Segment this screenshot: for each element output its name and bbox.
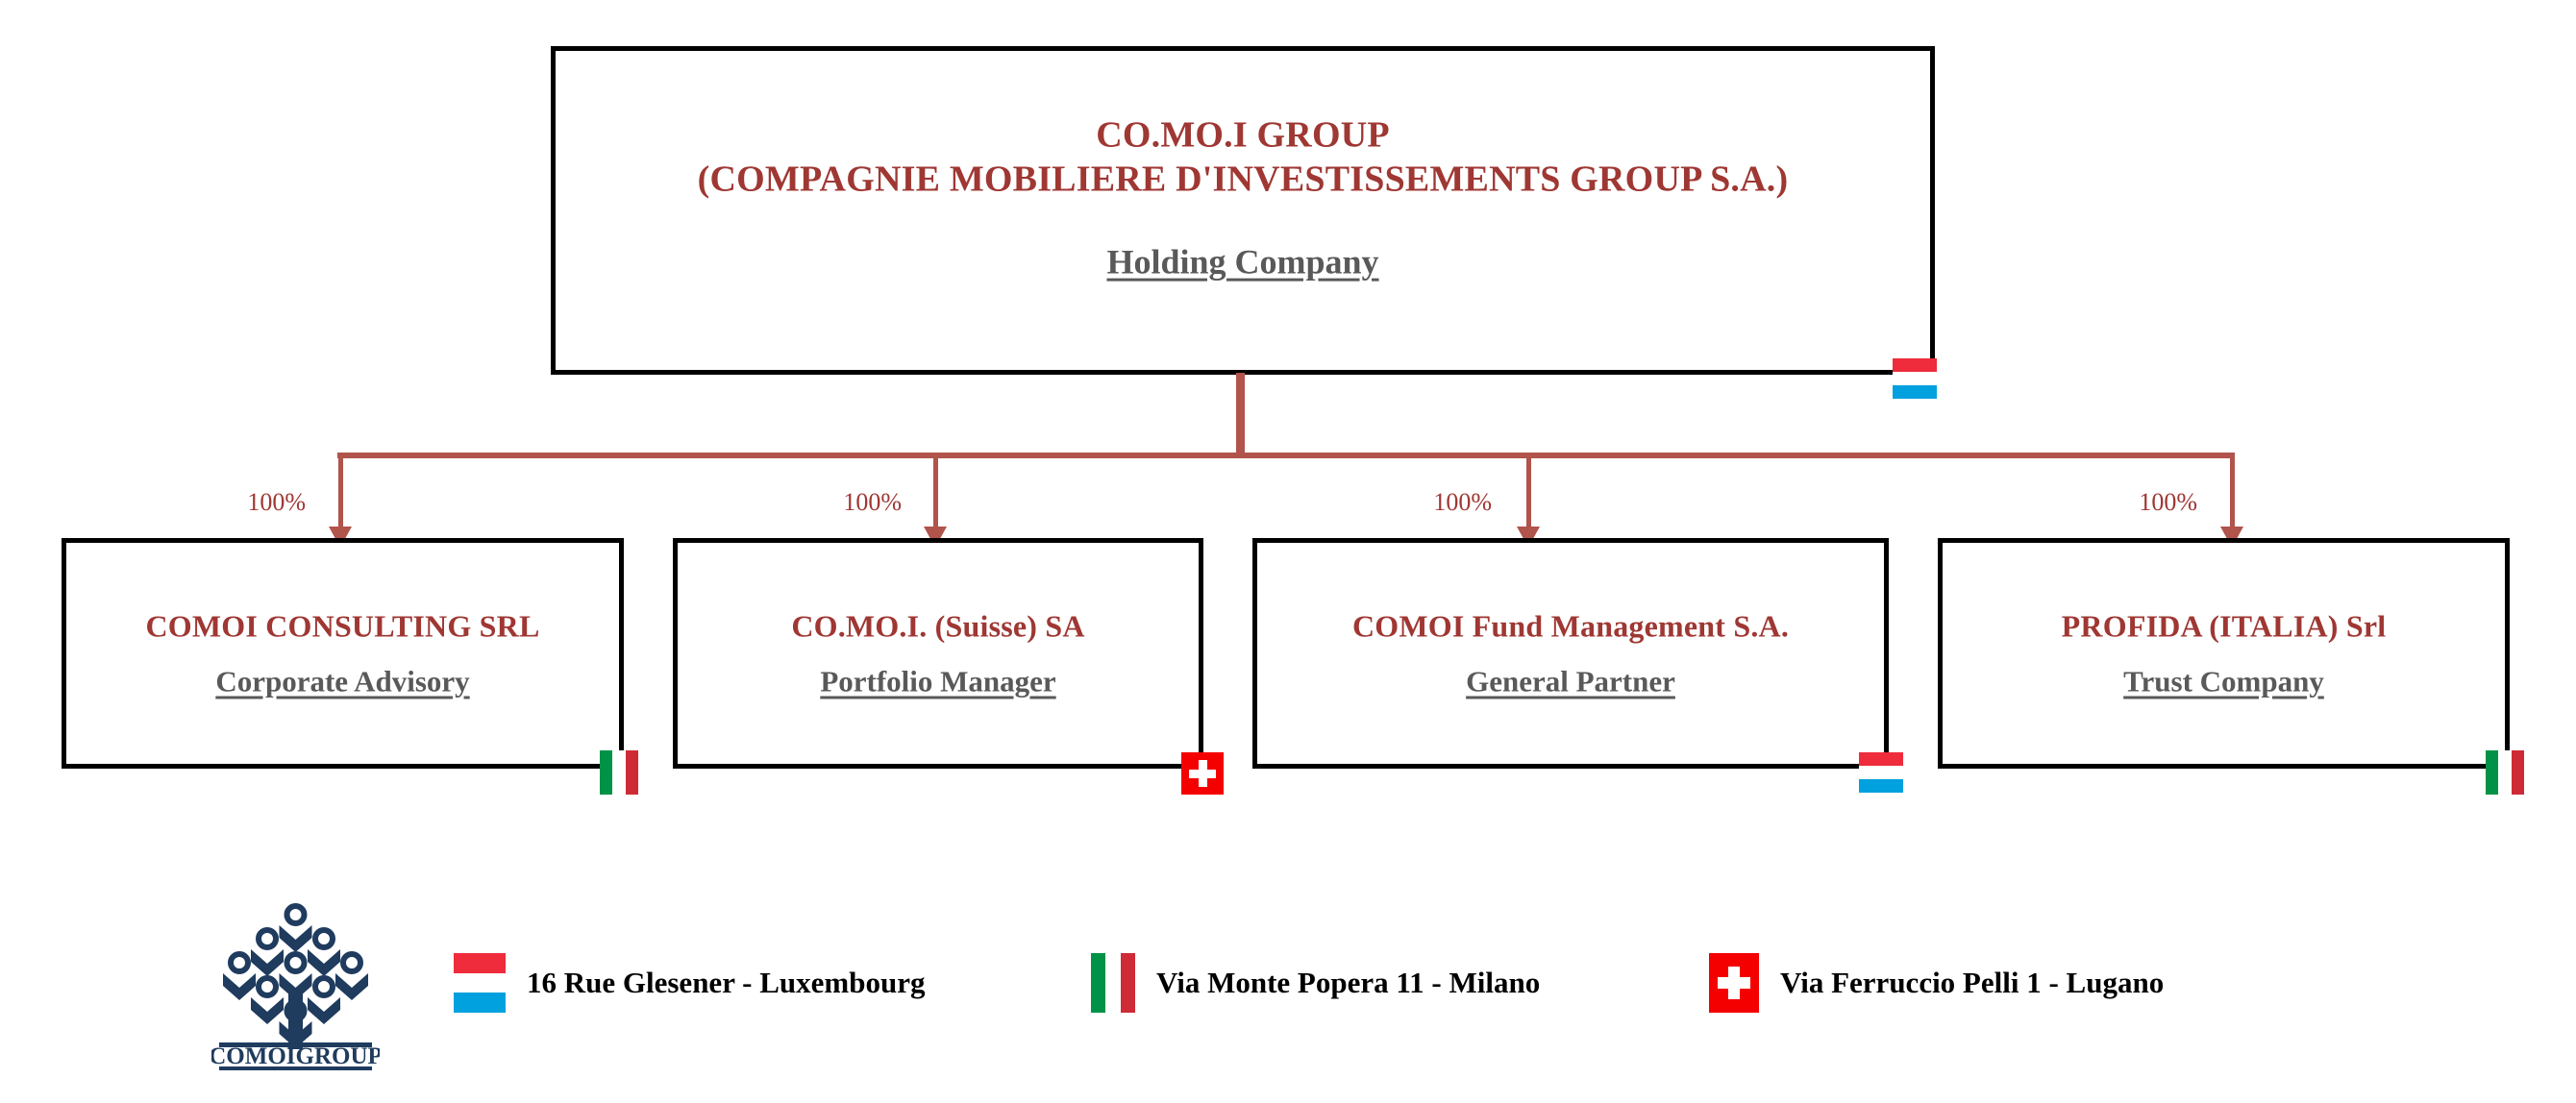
luxembourg-flag-icon [1893,358,1937,399]
italy-flag-icon [2486,750,2524,795]
node-holding-company-role-wrap: Holding Company [565,202,1920,282]
node-comoi-consulting-srl-role-wrap: Corporate Advisory [76,646,609,699]
node-comoi-fund-management-sa-title: COMOI Fund Management S.A. [1351,608,1790,644]
legend-item-lugano: Via Ferruccio Pelli 1 - Lugano [1709,953,2164,1013]
legend-label-milano: Via Monte Popera 11 - Milano [1156,966,1541,999]
node-profida-italia-srl-content: PROFIDA (ITALIA) Srl Trust Company [1943,607,2505,699]
node-profida-italia-srl-role: Trust Company [2123,664,2324,699]
legend-label-lugano: Via Ferruccio Pelli 1 - Lugano [1780,966,2165,999]
node-profida-italia-srl[interactable]: PROFIDA (ITALIA) Srl Trust Company [1938,538,2524,795]
node-comoi-suisse-sa-role-wrap: Portfolio Manager [687,646,1189,699]
switzerland-flag-icon [1181,752,1224,795]
node-comoi-fund-management-sa-role: General Partner [1466,664,1675,699]
node-holding-company-title-line2: (COMPAGNIE MOBILIERE D'INVESTISSEMENTS G… [697,159,1789,200]
node-comoi-consulting-srl-content: COMOI CONSULTING SRL Corporate Advisory [66,607,619,699]
connector-trunk [1236,373,1245,457]
node-comoi-suisse-sa-content: CO.MO.I. (Suisse) SA Portfolio Manager [678,607,1199,699]
node-profida-italia-srl-title: PROFIDA (ITALIA) Srl [2061,608,2387,644]
italy-flag-icon [600,750,638,795]
legend-item-luxembourg: 16 Rue Glesener - Luxembourg [454,953,926,1014]
connector-drop-0 [338,453,343,531]
node-comoi-consulting-srl[interactable]: COMOI CONSULTING SRL Corporate Advisory [62,538,638,795]
connector-horizontal-bus [337,453,2235,458]
node-holding-company-content: CO.MO.I GROUP (COMPAGNIE MOBILIERE D'INV… [556,112,1930,282]
ownership-label-1: 100% [843,488,902,516]
comoigroup-logo-text: COMOIGROUP [211,1043,380,1069]
node-comoi-fund-management-sa[interactable]: COMOI Fund Management S.A. General Partn… [1252,538,1903,793]
ownership-label-2: 100% [1433,488,1492,516]
node-comoi-suisse-sa-role: Portfolio Manager [820,664,1056,699]
luxembourg-flag-icon [1859,752,1903,793]
node-comoi-suisse-sa-title: CO.MO.I. (Suisse) SA [791,608,1085,644]
comoigroup-logo: COMOIGROUP [211,894,380,1071]
node-holding-company-title-line1: CO.MO.I GROUP [1096,114,1390,156]
node-holding-company-title: CO.MO.I GROUP (COMPAGNIE MOBILIERE D'INV… [565,112,1920,202]
node-comoi-consulting-srl-role: Corporate Advisory [215,664,470,699]
node-comoi-suisse-sa[interactable]: CO.MO.I. (Suisse) SA Portfolio Manager [673,538,1224,795]
luxembourg-flag-icon [454,953,506,1014]
italy-flag-icon [1091,953,1135,1013]
legend-item-milano: Via Monte Popera 11 - Milano [1091,953,1540,1013]
node-profida-italia-srl-role-wrap: Trust Company [1952,646,2495,699]
node-comoi-fund-management-sa-content: COMOI Fund Management S.A. General Partn… [1257,607,1884,699]
legend: COMOIGROUP 16 Rue Glesener - Luxembourg … [211,894,2326,1076]
connector-drop-2 [1526,453,1531,531]
legend-label-luxembourg: 16 Rue Glesener - Luxembourg [527,966,926,999]
ownership-label-0: 100% [247,488,306,516]
node-holding-company[interactable]: CO.MO.I GROUP (COMPAGNIE MOBILIERE D'INV… [551,46,1937,399]
node-holding-company-role: Holding Company [1106,243,1379,282]
connector-drop-3 [2230,453,2235,531]
node-comoi-fund-management-sa-role-wrap: General Partner [1267,646,1874,699]
connector-drop-1 [933,453,938,531]
node-comoi-consulting-srl-title: COMOI CONSULTING SRL [145,608,540,644]
ownership-label-3: 100% [2139,488,2197,516]
switzerland-flag-icon [1709,953,1759,1013]
